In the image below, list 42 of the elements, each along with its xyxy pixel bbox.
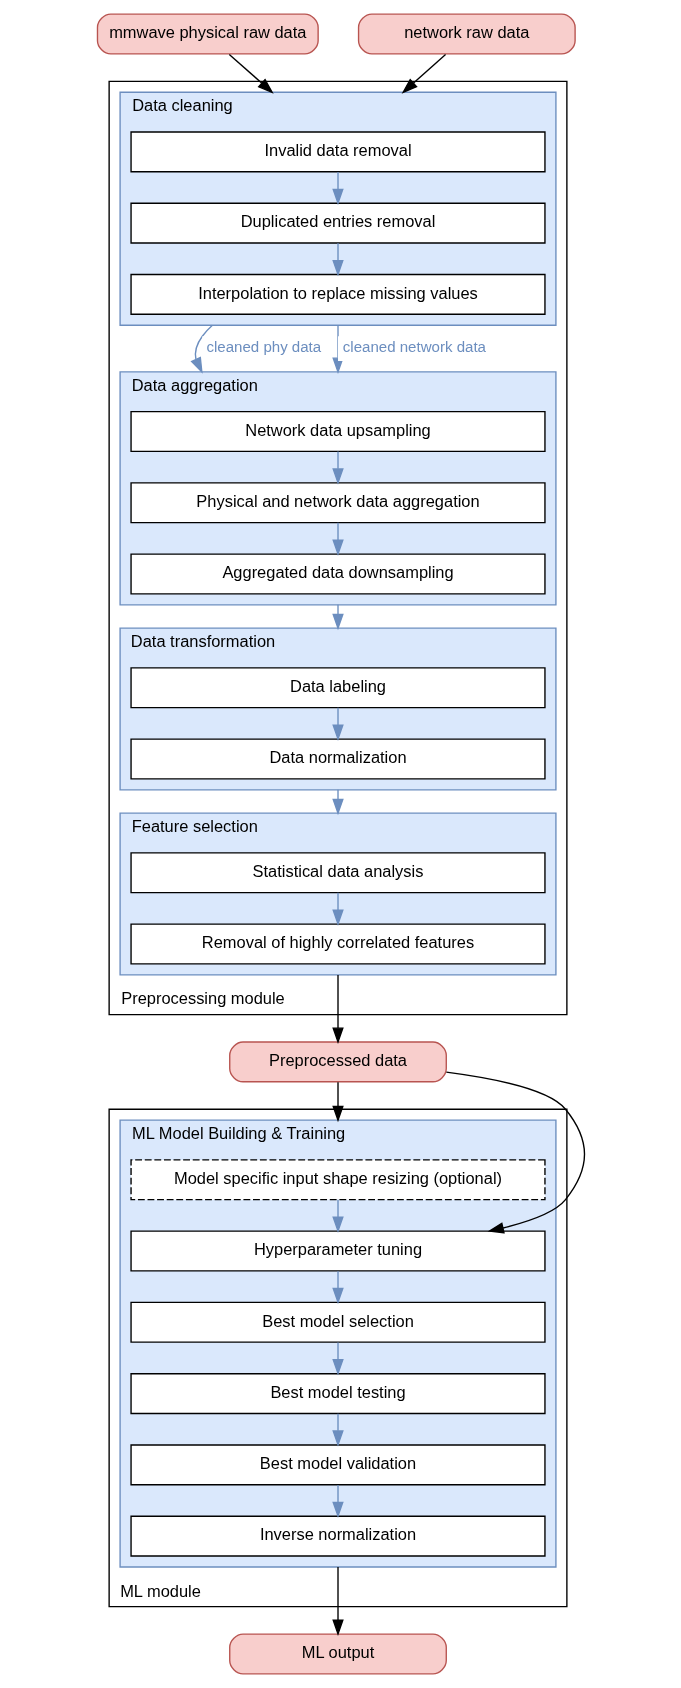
- edge-label: cleaned phy data: [205, 338, 321, 356]
- edge-label: cleaned network data: [342, 338, 486, 356]
- node-box: Physical and network data aggregation: [129, 482, 546, 524]
- arrow: [331, 1412, 344, 1447]
- arrow: [331, 1566, 344, 1636]
- arrow: [189, 324, 213, 374]
- node-box: mmwave physical raw data: [96, 13, 319, 55]
- arrow: [228, 53, 274, 94]
- node-box: Best model selection: [129, 1301, 546, 1343]
- arrow: [331, 974, 344, 1044]
- arrow: [331, 789, 344, 816]
- arrow: [331, 1081, 344, 1123]
- arrow: [445, 1071, 585, 1234]
- node-box: Hyperparameter tuning: [129, 1230, 546, 1272]
- arrow: [331, 522, 344, 556]
- arrow: [331, 707, 344, 742]
- node-box: Best model validation: [129, 1444, 546, 1486]
- arrow: [331, 892, 344, 927]
- arrow: [331, 1199, 344, 1234]
- node-box: Data labeling: [129, 667, 546, 709]
- node-box: Interpolation to replace missing values: [129, 273, 546, 315]
- node-box: Duplicated entries removal: [129, 202, 546, 244]
- arrow: [331, 1270, 344, 1305]
- node-box: Preprocessed data: [228, 1041, 447, 1083]
- node-box: Removal of highly correlated features: [129, 923, 546, 965]
- node-box: Best model testing: [129, 1373, 546, 1415]
- node-box: Invalid data removal: [129, 131, 546, 173]
- node-box: Aggregated data downsampling: [129, 553, 546, 595]
- arrow: [331, 171, 344, 206]
- arrow: [401, 53, 446, 94]
- node-box: ML output: [228, 1633, 447, 1675]
- arrow: [331, 1341, 344, 1376]
- node-box: Statistical data analysis: [129, 852, 546, 894]
- node-box: Network data upsampling: [129, 410, 546, 453]
- node-box: Inverse normalization: [129, 1515, 546, 1557]
- arrow: [331, 1484, 344, 1519]
- node-box: network raw data: [357, 13, 576, 55]
- node-box: Model specific input shape resizing (optional): [129, 1159, 546, 1201]
- arrow: [331, 242, 344, 277]
- arrow: [331, 450, 344, 485]
- arrow: [331, 604, 344, 631]
- node-box: Data normalization: [129, 738, 546, 780]
